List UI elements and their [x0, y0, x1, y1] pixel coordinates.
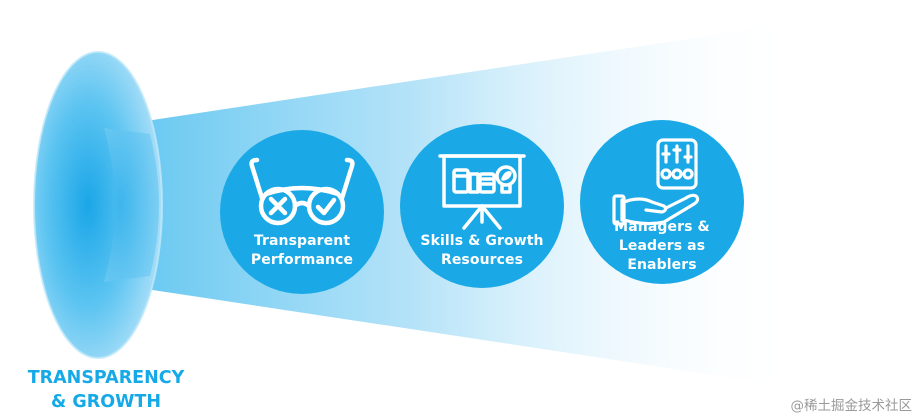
pillar-label: Skills & Growth Resources [408, 232, 556, 270]
pillar-label-line: Enablers [627, 257, 697, 273]
pillar-label-line: Transparent [253, 233, 351, 249]
lens-disc [34, 52, 162, 358]
pillar-managers-leaders-enablers: Managers & Leaders as Enablers [580, 120, 744, 284]
pillar-label-line: Resources [440, 252, 524, 268]
hand-with-controls-icon [612, 138, 700, 226]
main-title-line: & GROWTH [51, 392, 161, 412]
pillar-label: Managers & Leaders as Enablers [588, 218, 736, 275]
lens-rim [33, 51, 163, 359]
watermark: @稀土掘金技术社区 [790, 398, 913, 414]
pillar-transparent-performance: Transparent Performance [220, 130, 384, 294]
pillar-label-line: Managers & [614, 219, 710, 235]
pillar-skills-growth-resources: Skills & Growth Resources [400, 124, 564, 288]
pillar-label-line: Skills & Growth [420, 233, 544, 249]
presentation-board-icon [438, 154, 526, 230]
pillar-label: Transparent Performance [228, 232, 376, 270]
lens-face [104, 128, 159, 282]
pillar-label-line: Performance [250, 252, 354, 268]
main-title-line: TRANSPARENCY [27, 368, 185, 388]
main-title: TRANSPARENCY & GROWTH [8, 366, 204, 414]
glasses-icon [249, 157, 355, 226]
pillar-label-line: Leaders as [618, 238, 706, 254]
